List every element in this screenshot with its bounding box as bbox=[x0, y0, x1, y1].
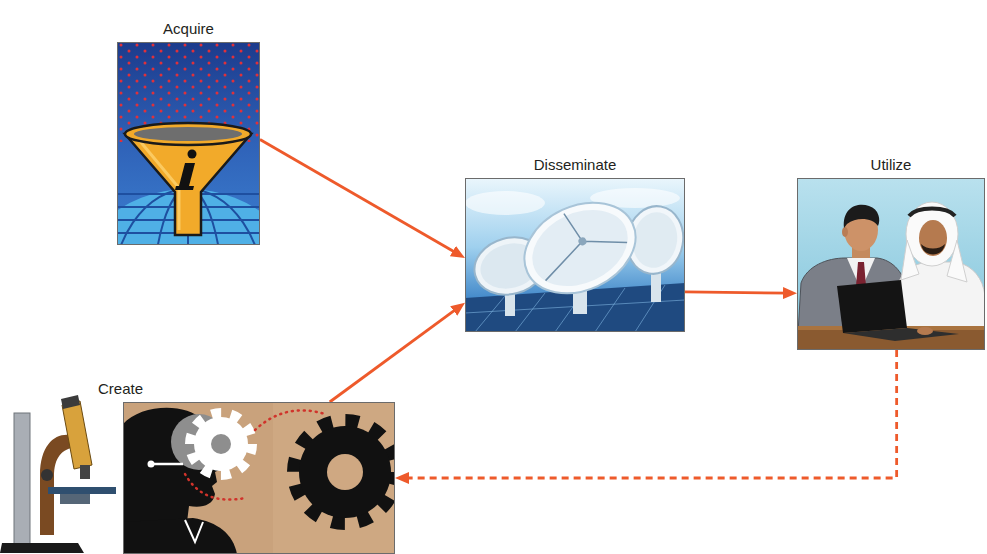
microscope-icon bbox=[48, 487, 116, 494]
ideas-picture bbox=[327, 454, 363, 490]
ideas-picture bbox=[185, 474, 245, 500]
ideas-picture bbox=[299, 426, 391, 518]
meeting-picture bbox=[797, 178, 985, 350]
meeting-picture bbox=[837, 280, 907, 333]
feedback-arrow bbox=[403, 350, 897, 478]
meeting-picture bbox=[842, 227, 848, 237]
picture-panel: Utilize bbox=[797, 178, 985, 350]
microscope-icon bbox=[60, 494, 90, 504]
caption-holder: Utilize bbox=[871, 156, 912, 174]
satellite-dish-picture bbox=[465, 191, 545, 215]
ideas-picture bbox=[123, 402, 395, 554]
microscope-icon bbox=[14, 413, 30, 545]
step-label: Utilize bbox=[871, 156, 912, 174]
ideas-picture bbox=[153, 463, 183, 466]
caption-holder: Disseminate bbox=[534, 156, 617, 174]
funnel-picture bbox=[179, 163, 195, 186]
meeting-picture bbox=[906, 202, 958, 266]
flow-arrow bbox=[260, 139, 458, 254]
picture-panel: Acquire bbox=[117, 42, 260, 245]
meeting-picture bbox=[917, 327, 933, 335]
satellite-dish-picture bbox=[510, 185, 651, 310]
meeting-picture bbox=[947, 240, 967, 282]
microscope-icon bbox=[80, 465, 90, 479]
funnel-picture bbox=[175, 186, 194, 190]
satellite-dish-picture bbox=[520, 195, 640, 301]
microscope-icon bbox=[0, 395, 116, 553]
microscope-icon bbox=[41, 469, 53, 481]
satellite-dish-picture bbox=[577, 236, 588, 247]
ideas-picture bbox=[191, 414, 251, 474]
ideas-picture bbox=[273, 402, 395, 554]
satellite-dish-picture bbox=[510, 185, 651, 310]
meeting-picture bbox=[909, 209, 955, 217]
caption-holder: Acquire bbox=[163, 20, 214, 38]
flow-arrow bbox=[330, 307, 459, 402]
caption-holder: Create bbox=[98, 380, 143, 398]
flow-arrow bbox=[685, 292, 789, 293]
meeting-picture bbox=[797, 178, 985, 350]
satellite-dish-picture bbox=[523, 195, 627, 281]
microscope-icon bbox=[0, 543, 84, 553]
funnel-picture bbox=[125, 123, 251, 145]
ideas-picture bbox=[123, 402, 395, 554]
step-label: Acquire bbox=[163, 20, 214, 38]
picture-panel: Disseminate bbox=[465, 178, 685, 332]
satellite-dish-picture bbox=[465, 178, 685, 332]
step-label: Create bbox=[98, 380, 143, 398]
ideas-picture bbox=[185, 520, 203, 542]
funnel-picture bbox=[125, 134, 251, 235]
meeting-picture bbox=[843, 328, 959, 341]
meeting-picture bbox=[844, 205, 879, 228]
ideas-picture bbox=[211, 434, 231, 454]
microscope-icon bbox=[61, 395, 80, 409]
funnel-picture bbox=[117, 42, 260, 245]
satellite-dish-picture bbox=[465, 178, 685, 332]
meeting-picture bbox=[797, 326, 985, 350]
funnel-picture bbox=[134, 127, 242, 141]
ideas-picture bbox=[194, 417, 248, 471]
step-label: Disseminate bbox=[534, 156, 617, 174]
meeting-picture bbox=[919, 220, 947, 256]
ideas-picture bbox=[148, 461, 155, 468]
funnel-picture bbox=[139, 140, 179, 230]
meeting-picture bbox=[921, 244, 945, 255]
meeting-picture bbox=[901, 240, 919, 280]
funnel-picture bbox=[188, 150, 197, 159]
microscope-icon bbox=[62, 401, 92, 469]
ideas-picture bbox=[295, 422, 395, 522]
ideas-picture bbox=[123, 518, 237, 554]
picture-panel: Create bbox=[123, 402, 395, 554]
ideas-picture bbox=[255, 410, 325, 430]
